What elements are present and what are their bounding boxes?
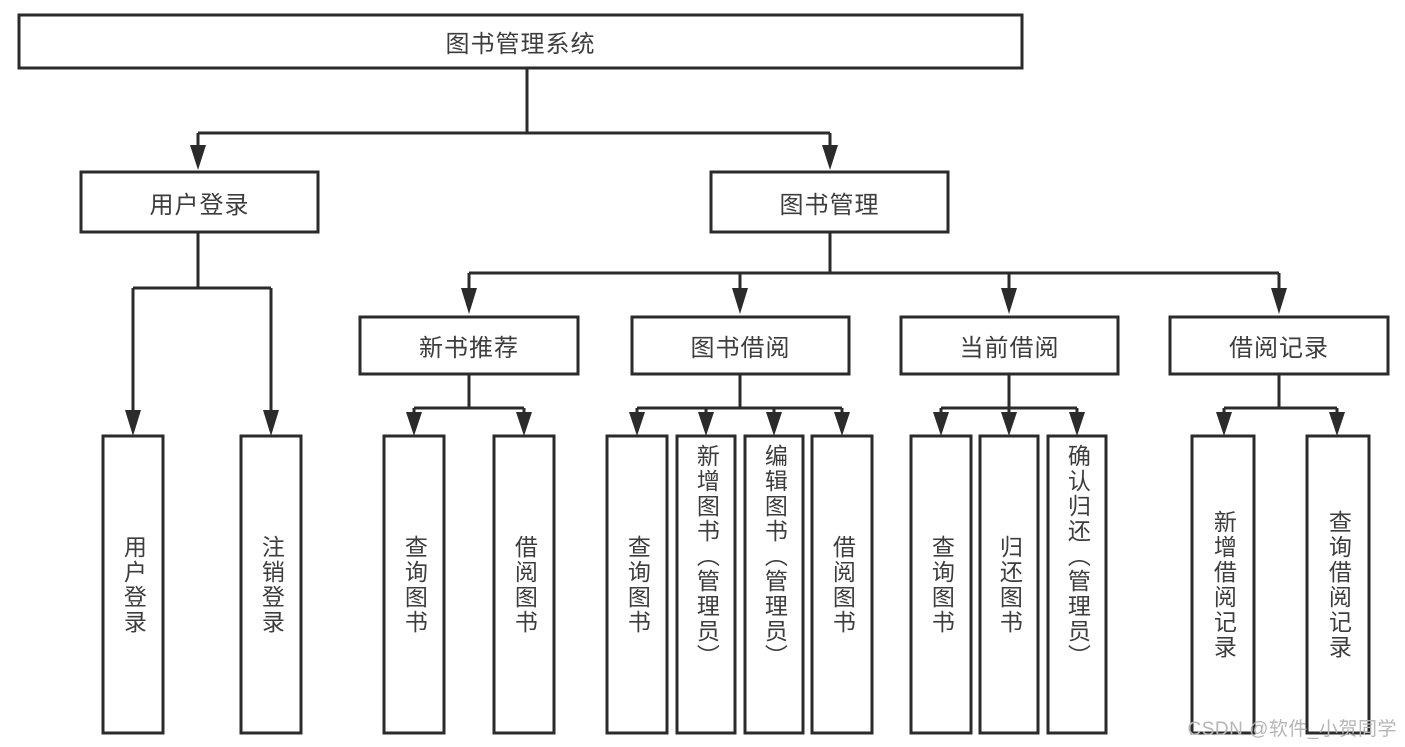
node-leaf-logout-box[interactable] [239,434,303,735]
arrow-head-current-leaf-3 [1069,412,1085,436]
arrow-head-root-to-book-mgmt [822,145,838,170]
node-current-borrow-box[interactable] [899,315,1120,376]
arrow-head-record-leaf-1 [1216,412,1232,436]
node-leaf-current-return-box[interactable] [978,434,1040,735]
arrow-head-borrow-leaf-2 [698,412,714,436]
arrow-head-current-leaf-2 [1001,412,1017,436]
arrow-head-to-borrow-record [1271,288,1287,314]
node-root-box[interactable] [17,13,1024,70]
node-leaf-user-login-box[interactable] [101,434,165,735]
arrow-head-borrow-leaf-3 [766,412,782,436]
arrow-head-to-book-borrow [732,288,748,314]
arrow-head-current-leaf-1 [933,412,949,436]
node-leaf-borrow-edit-box[interactable] [743,434,805,735]
arrow-head-to-current-borrow [1001,288,1017,314]
arrow-head-borrow-leaf-1 [629,412,645,436]
arrow-head-borrow-leaf-4 [834,412,850,436]
node-user-login-box[interactable] [79,170,320,234]
node-book-management-box[interactable] [709,170,950,234]
node-leaf-borrow-add-box[interactable] [675,434,737,735]
node-new-book-recommend-box[interactable] [358,315,580,376]
node-book-borrow-box[interactable] [630,315,851,376]
node-leaf-borrow-lend-box[interactable] [810,434,874,735]
arrow-head-root-to-user-login [190,145,206,170]
node-leaf-recommend-borrow-box[interactable] [492,434,556,735]
node-leaf-recommend-query-box[interactable] [382,434,446,735]
node-leaf-record-query-box[interactable] [1305,434,1371,735]
node-leaf-borrow-query-box[interactable] [605,434,669,735]
arrow-head-user-login-leaf-2 [263,410,279,436]
node-leaf-record-add-box[interactable] [1190,434,1256,735]
arrow-head-user-login-leaf-1 [125,410,141,436]
arrow-head-record-leaf-2 [1329,412,1345,436]
node-leaf-current-query-box[interactable] [909,434,973,735]
arrow-head-recommend-leaf-1 [406,412,422,436]
arrow-head-recommend-leaf-2 [516,412,532,436]
arrow-head-to-new-book-recommend [461,288,477,314]
node-leaf-current-confirm-box[interactable] [1046,434,1108,735]
node-borrow-record-box[interactable] [1168,315,1390,376]
